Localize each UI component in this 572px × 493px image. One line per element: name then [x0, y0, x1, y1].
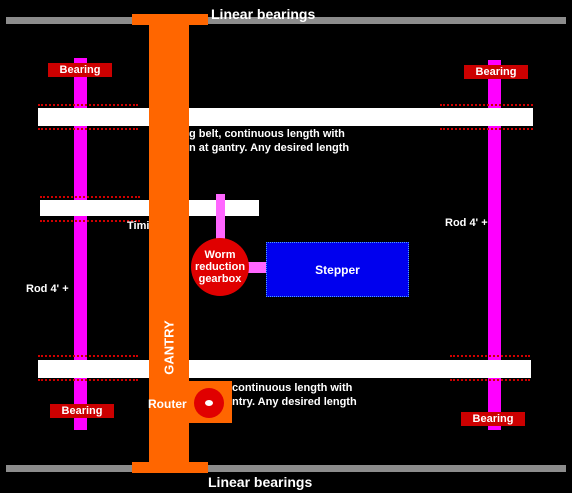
gearbox-belt-shaft — [216, 194, 225, 240]
worm-reduction-gearbox: Worm reduction gearbox — [191, 238, 249, 296]
belt-teeth-top-left — [38, 104, 138, 130]
stepper-label: Stepper — [315, 262, 360, 277]
right-rod — [488, 60, 501, 430]
router-bit-hole — [205, 400, 213, 406]
gearbox-label-line2: reduction — [194, 261, 246, 273]
bottom-linear-rail — [6, 465, 566, 472]
top-linear-rail — [6, 17, 566, 24]
bottom-belt-note-line1: continuous length with — [232, 382, 353, 394]
bottom-linear-bearings-label: Linear bearings — [208, 474, 313, 490]
gearbox-label-line1: Worm — [204, 249, 236, 261]
top-belt-note-line2: n at gantry. Any desired length — [189, 142, 350, 154]
belt-teeth-top-right — [440, 104, 533, 130]
bearing-badge-top-right: Bearing — [464, 65, 528, 79]
stepper-motor: Stepper — [266, 242, 409, 297]
gearbox-label: Worm reduction gearbox — [195, 249, 245, 285]
stepper-shaft — [248, 262, 268, 273]
top-belt-note-line1: g belt, continuous length with — [189, 128, 345, 140]
timing-label: Timi — [127, 220, 150, 232]
rod-left-label: Rod 4' + — [26, 283, 69, 295]
belt-teeth-bottom-left — [38, 355, 138, 381]
router-label: Router — [148, 397, 187, 411]
gantry — [149, 24, 189, 464]
top-timing-belt — [38, 108, 533, 126]
gantry-top-cap — [132, 14, 208, 25]
belt-teeth-bottom-right — [450, 355, 530, 381]
gearbox-label-line3: gearbox — [198, 273, 242, 285]
left-rod — [74, 58, 87, 430]
rod-right-label: Rod 4' + — [445, 217, 488, 229]
gantry-label: GANTRY — [161, 320, 177, 375]
gantry-bottom-cap — [132, 462, 208, 473]
top-linear-bearings-label: Linear bearings — [211, 6, 316, 22]
belt-teeth-middle-left — [40, 196, 140, 222]
bearing-badge-top-left: Bearing — [48, 63, 112, 77]
bearing-badge-bottom-left: Bearing — [50, 404, 114, 418]
bottom-timing-belt — [38, 360, 531, 378]
bearing-badge-bottom-right: Bearing — [461, 412, 525, 426]
bottom-belt-note-line2: ntry. Any desired length — [232, 396, 357, 408]
